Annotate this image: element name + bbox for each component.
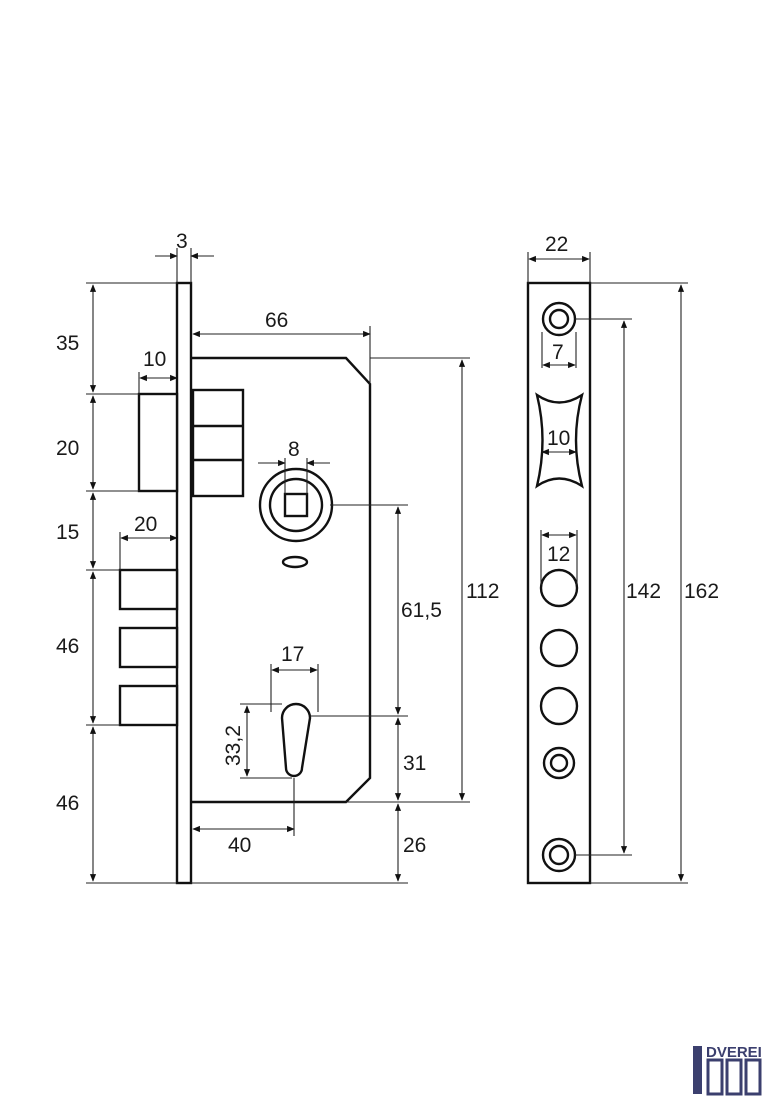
screw-hole-bottom <box>541 837 577 873</box>
dim-plate-height: 162 <box>684 580 719 603</box>
dim-bolt-hole: 12 <box>547 543 570 566</box>
dim-cylinder-to-body-bottom: 31 <box>403 752 426 775</box>
dim-latch-width: 10 <box>143 348 166 371</box>
front-faceplate <box>526 281 592 885</box>
dim-spindle-to-cylinder: 61,5 <box>401 599 442 622</box>
bolt-hole <box>539 686 579 726</box>
dim-faceplate-thickness: 3 <box>176 230 188 253</box>
latch-bolt <box>137 392 179 493</box>
oval-slot <box>281 555 309 569</box>
faceplate <box>175 281 193 885</box>
dim-latch-window: 10 <box>547 427 570 450</box>
dim-body-height: 112 <box>466 580 499 603</box>
dim-hole-7: 7 <box>552 341 564 364</box>
dim-body-bottom-to-plate-bottom: 26 <box>403 834 426 857</box>
dim-backset: 66 <box>265 309 288 332</box>
dim-spindle-square: 8 <box>288 438 300 461</box>
logo-text: DVEREI <box>706 1044 762 1061</box>
front-view: 22 7 10 12 142 162 <box>526 233 719 885</box>
dead-bolt <box>118 626 179 669</box>
latch-inner <box>191 388 245 498</box>
dim-cylinder-width: 17 <box>281 643 304 666</box>
bolt-hole <box>539 628 579 668</box>
dim-cylinder-offset: 40 <box>228 834 251 857</box>
cylinder-hole <box>280 702 312 778</box>
dim-plate-width: 22 <box>545 233 568 256</box>
dim-latch-height: 20 <box>56 437 79 460</box>
dead-bolt <box>118 684 179 727</box>
spindle-square <box>283 492 309 518</box>
screw-hole-top <box>541 301 577 337</box>
brand-logo: DVEREI <box>693 1044 762 1096</box>
dim-bolts-span: 46 <box>56 635 79 658</box>
screw-hole-middle <box>542 746 576 780</box>
dim-cylinder-height: 33,2 <box>222 725 245 766</box>
logo-door-3 <box>744 1058 762 1096</box>
dim-bolt-projection: 20 <box>134 513 157 536</box>
logo-bar-left <box>693 1046 702 1094</box>
lock-body <box>191 356 372 804</box>
dead-bolt <box>118 568 179 611</box>
bolt-hole <box>539 568 579 608</box>
dim-top-to-latch: 35 <box>56 332 79 355</box>
dim-screw-span: 142 <box>626 580 661 603</box>
dim-latch-to-bolts: 15 <box>56 521 79 544</box>
logo-door-1 <box>706 1058 724 1096</box>
dim-bolts-to-bottom: 46 <box>56 792 79 815</box>
logo-door-2 <box>725 1058 743 1096</box>
side-view: 3 66 10 8 20 17 33,2 40 <box>56 230 499 885</box>
